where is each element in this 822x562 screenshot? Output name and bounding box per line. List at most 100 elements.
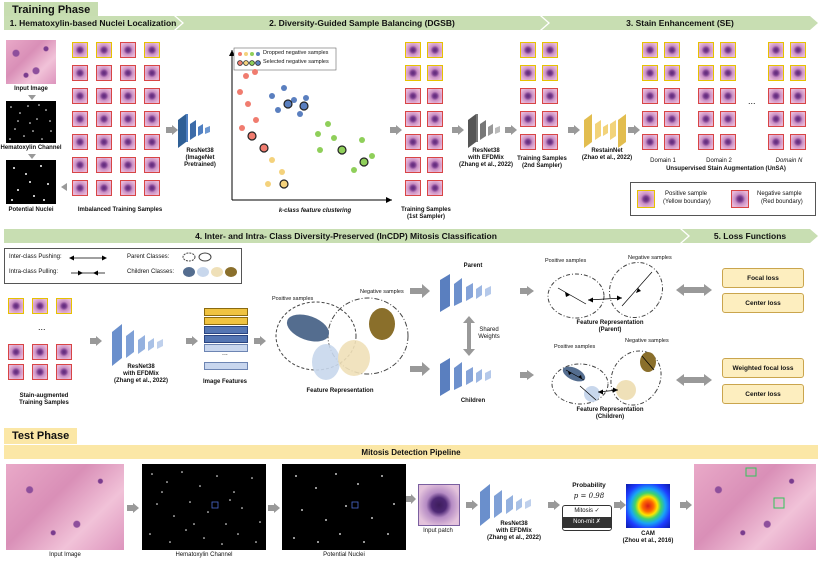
right-arrow-icon bbox=[406, 494, 416, 504]
legend-pull-label: Intra-class Pulling: bbox=[9, 269, 59, 275]
parent-pos-label: Positive samples bbox=[545, 258, 587, 264]
children-network-icon bbox=[440, 358, 491, 396]
training-samples-2-label: Training Samples bbox=[517, 156, 567, 162]
classification-result-box: Mitosis ✓ Non-mit ✗ bbox=[562, 505, 612, 531]
double-arrow-icon bbox=[676, 284, 712, 296]
right-arrow-icon bbox=[628, 125, 640, 135]
legend-swatches bbox=[237, 52, 261, 66]
parent-label: Parent bbox=[463, 263, 483, 269]
hematoxylin-label: Hematoxylin Channel bbox=[0, 145, 62, 151]
test-hematoxylin-image bbox=[142, 464, 266, 550]
training-samples-1-label: Training Samples bbox=[401, 207, 451, 213]
test-resnet-2: with EFDMix bbox=[496, 528, 532, 534]
right-arrow-icon bbox=[520, 286, 534, 296]
domain-ellipsis: ... bbox=[748, 96, 756, 106]
children-neg-label: Negative samples bbox=[625, 338, 669, 344]
fr-children-label: Feature Representation bbox=[576, 407, 644, 413]
incdp-resnet-1: ResNet38 bbox=[127, 364, 155, 370]
fr-parent-label: Feature Representation bbox=[576, 320, 644, 326]
right-arrow-icon bbox=[268, 503, 280, 513]
detection-markers bbox=[745, 467, 785, 509]
resnet-efdmix-label-1: ResNet38 bbox=[472, 148, 500, 154]
children-label: Children bbox=[460, 398, 486, 404]
parent-neg-label: Negative samples bbox=[628, 255, 672, 261]
children-pos-label: Positive samples bbox=[554, 344, 596, 350]
right-arrow-icon bbox=[505, 125, 517, 135]
stain-aug-label-2: Training Samples bbox=[19, 400, 69, 406]
restainnet-ref: (Zhao et al., 2022) bbox=[581, 155, 633, 161]
negative-sample-note: (Red boundary) bbox=[761, 199, 803, 205]
test-nuclei-dots bbox=[293, 473, 395, 543]
shared-label: Shared bbox=[479, 327, 499, 333]
resnet38-efdmix-blue-icon bbox=[112, 324, 163, 366]
sample-legend: Positive sample (Yellow boundary) Negati… bbox=[630, 182, 816, 216]
right-arrow-icon bbox=[90, 336, 102, 346]
right-arrow-icon bbox=[127, 503, 139, 513]
right-arrow-icon bbox=[614, 500, 626, 510]
section-3-header: 3. Stain Enhancement (SE) bbox=[542, 16, 818, 30]
resnet-label-2: (ImageNet bbox=[185, 155, 215, 161]
right-arrow-icon bbox=[390, 125, 402, 135]
right-arrow-icon bbox=[166, 125, 178, 135]
parent-class-icons bbox=[182, 252, 212, 262]
probability-value: p = 0.98 bbox=[573, 492, 605, 500]
legend-children-label: Children Classes: bbox=[127, 269, 175, 275]
weighted-focal-loss-label: Weighted focal loss bbox=[732, 364, 794, 372]
negative-sample-swatch bbox=[731, 190, 749, 208]
fr-positive-label: Positive samples bbox=[272, 296, 314, 302]
stain-augmented-grid: ... bbox=[6, 298, 82, 398]
cam-label: CAM bbox=[641, 531, 655, 537]
test-hema-label: Hematoxylin Channel bbox=[175, 552, 233, 558]
clustering-label: k-class feature clustering bbox=[278, 208, 352, 214]
restainnet-icon bbox=[584, 114, 626, 148]
resnet38-efdmix-icon bbox=[468, 114, 500, 148]
imbalanced-label: Imbalanced Training Samples bbox=[77, 207, 163, 213]
imbalanced-samples-grid bbox=[70, 40, 168, 205]
domain-n-grid bbox=[766, 40, 812, 155]
pipeline-label: Mitosis Detection Pipeline bbox=[361, 447, 461, 457]
resnet-label-3: Pretrained) bbox=[184, 162, 216, 168]
legend-selected: Selected negative samples bbox=[263, 59, 329, 65]
test-input-label: Input Image bbox=[49, 552, 81, 558]
input-image-label: Input Image bbox=[14, 86, 48, 92]
section-4-label: 4. Inter- and Intra- Class Diversity-Pre… bbox=[195, 231, 497, 241]
right-arrow-icon bbox=[186, 336, 198, 346]
fr-parent-sub: (Parent) bbox=[598, 327, 622, 333]
nuclei-dots bbox=[11, 165, 49, 201]
positive-sample-note: (Yellow boundary) bbox=[663, 199, 711, 205]
right-arrow-icon bbox=[466, 500, 478, 510]
right-arrow-icon bbox=[568, 125, 580, 135]
section-4-header: 4. Inter- and Intra- Class Diversity-Pre… bbox=[4, 229, 688, 243]
feature-representation-plot bbox=[275, 297, 409, 380]
center-loss-2-box: Center loss bbox=[722, 384, 804, 404]
image-features-stack: ... bbox=[204, 308, 248, 376]
children-feature-plot bbox=[551, 350, 662, 406]
section-5-header: 5. Loss Functions bbox=[682, 229, 818, 243]
hematoxylin-thumb bbox=[6, 101, 56, 143]
right-arrow-icon bbox=[680, 500, 692, 510]
test-input-image bbox=[6, 464, 124, 550]
test-phase-title: Test Phase bbox=[4, 428, 78, 444]
center-loss-box: Center loss bbox=[722, 293, 804, 313]
down-arrow-icon bbox=[28, 154, 36, 159]
shared-weights-arrow-icon bbox=[463, 316, 475, 356]
potential-nuclei-label: Potential Nuclei bbox=[8, 207, 54, 213]
legend-parent-label: Parent Classes: bbox=[127, 254, 170, 260]
restainnet-label: RestainNet bbox=[591, 148, 623, 154]
feature-rep-label: Feature Representation bbox=[306, 388, 374, 394]
features-ellipsis: ... bbox=[222, 350, 228, 357]
training-samples-1-grid bbox=[403, 40, 449, 205]
training-phase-title: Training Phase bbox=[4, 2, 99, 18]
section-3-label: 3. Stain Enhancement (SE) bbox=[626, 18, 734, 28]
down-arrow-icon bbox=[28, 95, 36, 100]
section-2-header: 2. Diversity-Guided Sample Balancing (DG… bbox=[176, 16, 548, 30]
right-arrow-icon bbox=[452, 125, 464, 135]
pipeline-header: Mitosis Detection Pipeline bbox=[4, 445, 818, 459]
right-arrow-icon bbox=[254, 336, 266, 346]
weights-label: Weights bbox=[478, 334, 500, 340]
domain-2-grid bbox=[696, 40, 742, 155]
incdp-legend: Inter-class Pushing: Intra-class Pulling… bbox=[4, 248, 242, 284]
resnet38-pretrained-icon bbox=[178, 114, 210, 148]
image-features-label: Image Features bbox=[202, 379, 248, 385]
training-samples-1-sub: (1st Sampler) bbox=[406, 214, 445, 220]
